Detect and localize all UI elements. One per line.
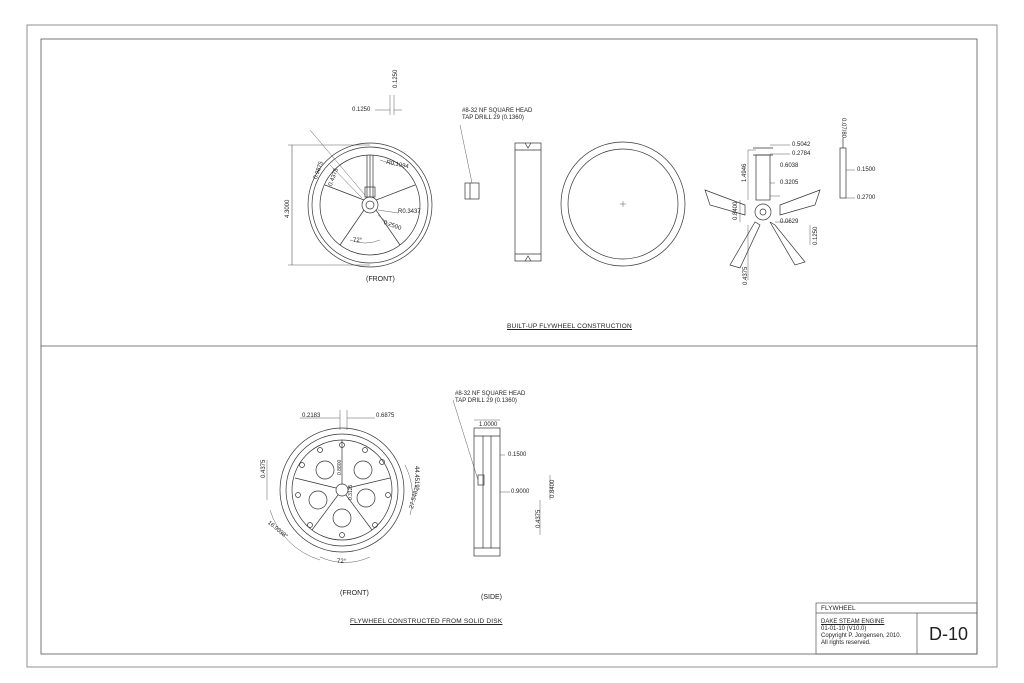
bottom-side-view: [452, 399, 551, 557]
dim-0-6875: 0.6875: [376, 413, 395, 419]
title-block-sheet-id: D-10: [929, 624, 969, 644]
dim-0-1250-b: 0.1250: [393, 69, 399, 88]
bottom-tap-note-2: TAP DRILL 29 (0.1360): [455, 398, 517, 404]
top-pin-detail: [839, 138, 855, 199]
dim-0-8400-bottom: 0.8400: [550, 479, 556, 498]
dim-0-4375-b: 0.4375: [743, 266, 749, 285]
dim-72-bottom: 72°: [337, 559, 347, 565]
bottom-front-view: [266, 410, 413, 563]
top-set-screw: [459, 124, 480, 200]
top-tap-note-2: TAP DRILL 29 (0.1360): [462, 115, 524, 121]
dim-0-07-80: 0.07/80: [840, 118, 846, 139]
bottom-front-caption: (FRONT): [340, 590, 369, 597]
top-tap-note-1: #8-32 NF SQUARE HEAD: [462, 108, 533, 114]
outer-border: [26, 24, 998, 668]
dim-0-2183: 0.2183: [302, 413, 321, 419]
dim-0-2784: 0.2784: [792, 151, 811, 157]
bottom-tap-note-1: #8-32 NF SQUARE HEAD: [455, 391, 526, 397]
dim-0-1250-a: 0.1250: [352, 107, 371, 113]
title-block-copyright: Copyright P. Jorgensen, 2010.: [821, 633, 902, 639]
dim-1-4946: 1.4946: [742, 163, 748, 182]
dim-0-5042: 0.5042: [792, 142, 811, 148]
title-block-rights: All rights reserved.: [821, 640, 871, 646]
dim-0-3125: 0.3125: [348, 484, 354, 500]
dim-0-6038: 0.6038: [780, 163, 799, 169]
dim-0-8800: 0.8800: [337, 459, 343, 475]
dim-0-2700: 0.2700: [857, 195, 876, 201]
top-spoke-assembly: [704, 144, 821, 280]
top-section-title: BUILT-UP FLYWHEEL CONSTRUCTION: [507, 323, 632, 330]
top-front-view: [288, 95, 433, 268]
top-front-caption: (FRONT): [366, 276, 395, 283]
title-block-revision: 01-01-10 (V10.0): [821, 626, 867, 632]
bottom-section-title: FLYWHEEL CONSTRUCTED FROM SOLID DISK: [350, 618, 503, 625]
dim-0-3205: 0.3205: [780, 180, 799, 186]
title-block-part-name: FLYWHEEL: [821, 605, 856, 612]
bottom-side-caption: (SIDE): [481, 594, 502, 601]
top-rim-side-view: [514, 142, 542, 262]
dim-r0-3437: R0.3437: [398, 209, 421, 215]
dim-4-3000: 4.3000: [285, 199, 291, 218]
dim-1-0000: 1.0000: [479, 422, 498, 428]
title-block-frame: [815, 602, 978, 655]
dim-72-top: 72°: [353, 238, 363, 244]
dim-0-1250-c: 0.1250: [813, 226, 819, 245]
dim-0-4375-b-bottom: 0.4375: [536, 509, 542, 528]
dim-0-1500-bottom: 0.1500: [508, 452, 527, 458]
dim-0-1500: 0.1500: [857, 167, 876, 173]
dim-0-4375-bottom: 0.4375: [261, 459, 267, 478]
inner-border: [40, 38, 978, 655]
title-block-project: DAKE STEAM ENGINE: [821, 619, 885, 625]
dim-0-9000: 0.9000: [511, 489, 530, 495]
dim-0-0629: 0.0629: [780, 219, 799, 225]
dim-0-8400: 0.8400: [733, 201, 739, 220]
top-rim-front-view: [560, 141, 686, 267]
